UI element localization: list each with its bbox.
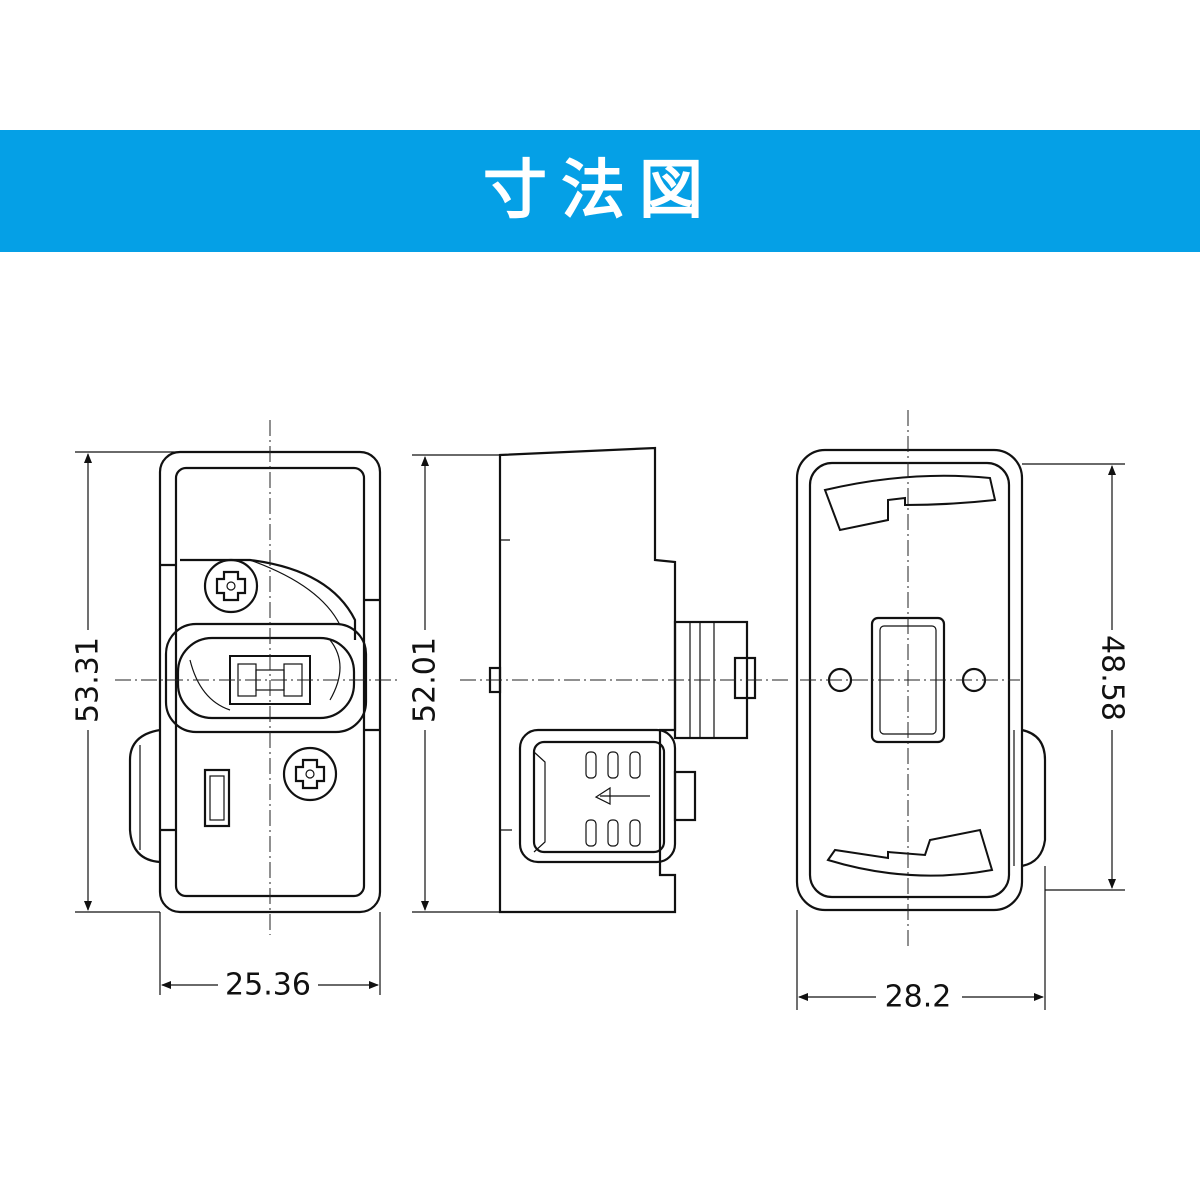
front-view — [115, 420, 400, 935]
side-height-dimension: 52.01 — [408, 454, 500, 913]
side-height-label: 52.01 — [408, 637, 443, 723]
screw-icon — [203, 558, 259, 614]
back-height-label: 48.58 — [1095, 635, 1130, 721]
arrow-left-icon — [594, 786, 650, 805]
front-height-label: 53.31 — [71, 637, 106, 723]
back-width-label: 28.2 — [885, 980, 952, 1015]
latch-window — [203, 768, 231, 828]
side-view — [460, 446, 790, 914]
socket-pins — [585, 751, 641, 847]
back-view — [795, 410, 1047, 950]
front-width-label: 25.36 — [225, 968, 311, 1003]
rocker-lever — [164, 622, 368, 734]
back-outer-frame — [795, 448, 1024, 912]
side-tab — [128, 728, 161, 864]
top-clip — [823, 474, 997, 532]
terminal-block — [673, 620, 749, 740]
side-tab — [1021, 728, 1047, 868]
title-banner: 寸法図 — [0, 130, 1200, 252]
back-width-dimension: 28.2 — [796, 866, 1046, 1015]
bottom-clip — [826, 828, 994, 877]
back-height-dimension: 48.58 — [1022, 463, 1130, 891]
page-title: 寸法図 — [483, 154, 717, 228]
front-width-dimension: 25.36 — [159, 912, 381, 1003]
screw-icon — [282, 746, 338, 802]
rocker-cam — [180, 558, 357, 640]
front-height-dimension: 53.31 — [71, 451, 180, 913]
